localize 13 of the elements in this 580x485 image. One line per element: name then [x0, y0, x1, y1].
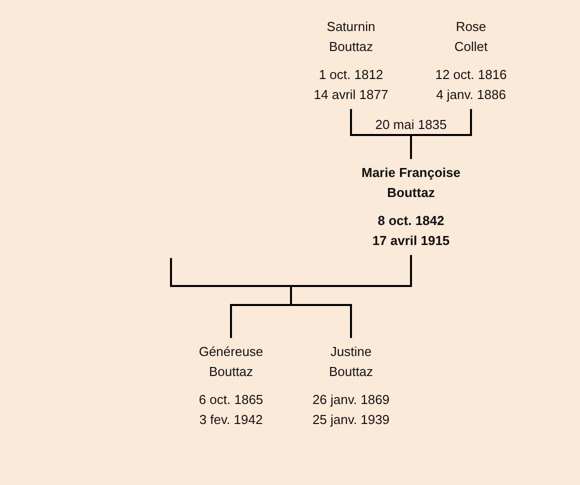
- person-name: Généreuse Bouttaz: [198, 343, 264, 381]
- person-name: Marie Françoise Bouttaz: [360, 164, 462, 202]
- descent-line: [170, 258, 352, 338]
- person-name: Rose Collet: [453, 18, 489, 56]
- marriage-date: 20 mai 1835: [375, 116, 447, 134]
- life-dates: 12 oct. 1816 4 janv. 1886: [434, 66, 508, 104]
- descent-line: [410, 109, 472, 159]
- person-name: Justine Bouttaz: [328, 343, 374, 381]
- person-name: Saturnin Bouttaz: [326, 18, 376, 56]
- life-dates: 6 oct. 1865 3 fev. 1942: [198, 391, 264, 429]
- life-dates: 8 oct. 1842 17 avril 1915: [371, 212, 451, 250]
- life-dates: 26 janv. 1869 25 janv. 1939: [311, 391, 391, 429]
- life-dates: 1 oct. 1812 14 avril 1877: [312, 66, 390, 104]
